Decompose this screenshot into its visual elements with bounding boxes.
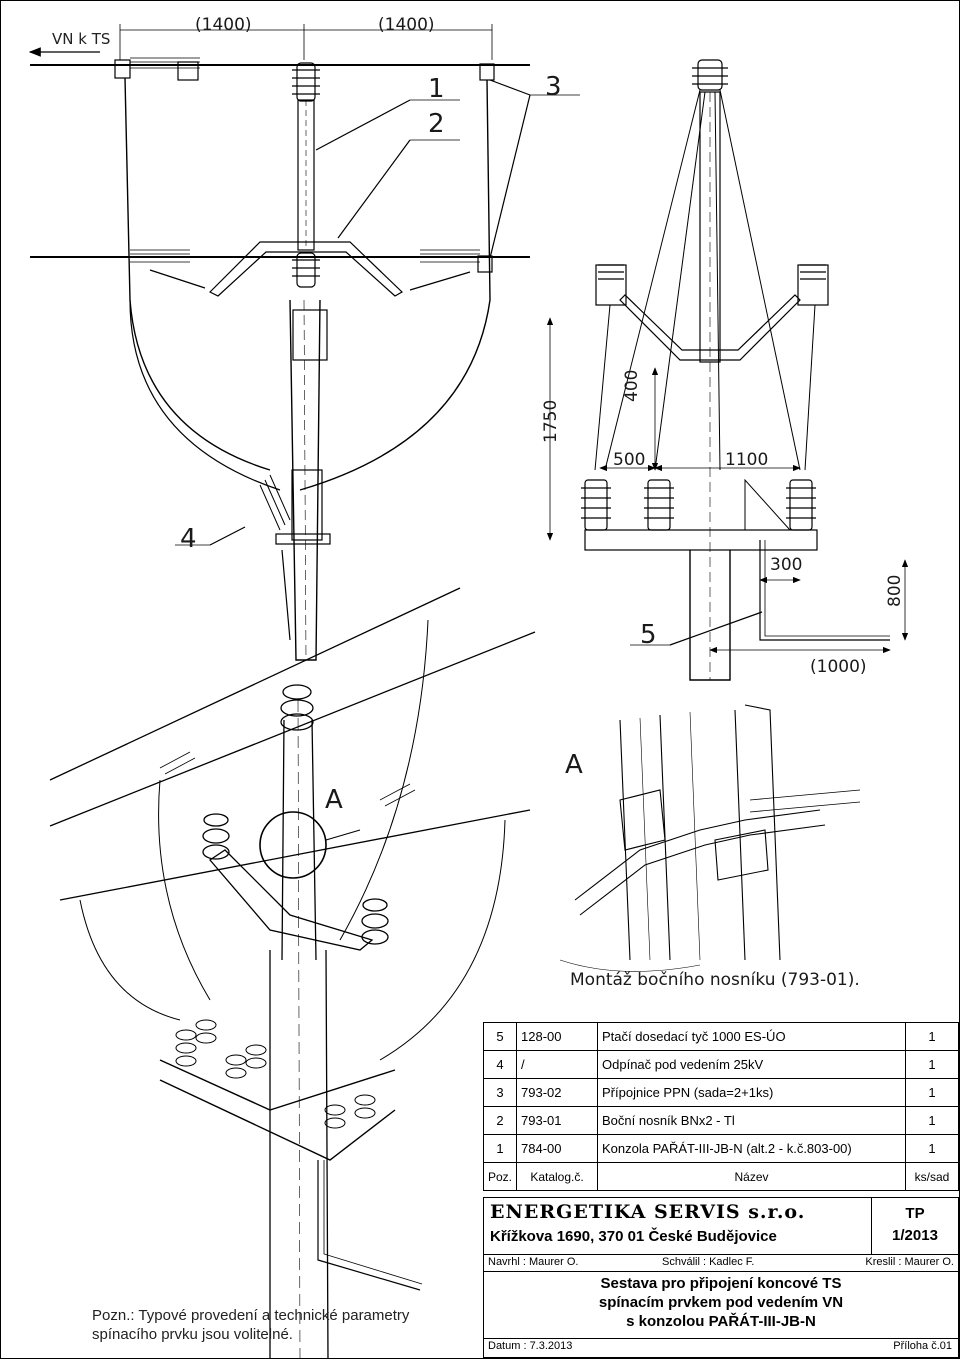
cell-name: Odpínač pod vedením 25kV: [597, 1050, 906, 1079]
callout-2: 2: [428, 109, 445, 139]
table-row: 4 / Odpínač pod vedením 25kV 1: [482, 1050, 959, 1079]
cell-qty: 1: [905, 1078, 959, 1107]
cell-qty: 1: [905, 1050, 959, 1079]
header-catalog: Katalog.č.: [516, 1162, 599, 1191]
header-qty: ks/sad: [905, 1162, 959, 1191]
callout-3: 3: [545, 72, 562, 102]
span-dimension-left: (1400): [195, 15, 252, 35]
responsible-persons: Navrhl : Maurer O. Schválil : Kadlec F. …: [484, 1255, 958, 1271]
divider: [484, 1254, 958, 1255]
cell-name: Ptačí dosedací tyč 1000 ES-ÚO: [597, 1022, 906, 1051]
divider: [484, 1271, 958, 1272]
table-header-row: Poz. Katalog.č. Název ks/sad: [482, 1162, 959, 1191]
cell-name: Boční nosník BNx2 - Tl: [597, 1106, 906, 1135]
detail-circle: [259, 811, 327, 879]
callout-leader-4: [209, 526, 246, 546]
cell-catalog: 793-02: [516, 1078, 599, 1107]
callout-leader-2: [337, 139, 411, 239]
cell-catalog: 128-00: [516, 1022, 599, 1051]
cell-qty: 1: [905, 1022, 959, 1051]
note: Pozn.: Typové provedení a technické para…: [92, 1306, 409, 1344]
cell-name: Konzola PAŘÁT-III-JB-N (alt.2 - k.č.803-…: [597, 1134, 906, 1163]
table-row: 1 784-00 Konzola PAŘÁT-III-JB-N (alt.2 -…: [482, 1134, 959, 1163]
cell-pos: 1: [482, 1134, 518, 1163]
document-id: TP 1/2013: [871, 1198, 958, 1254]
cell-qty: 1: [905, 1134, 959, 1163]
side-view: [28, 24, 580, 661]
parts-table: 5 128-00 Ptačí dosedací tyč 1000 ES-ÚO 1…: [482, 1022, 959, 1191]
document-number: 1/2013: [892, 1227, 938, 1244]
dimension-400: 400: [622, 370, 642, 402]
cell-pos: 4: [482, 1050, 518, 1079]
cell-pos: 3: [482, 1078, 518, 1107]
drawing-labels: VN k TS (1400) (1400) 1 2 3 4 5 1750 400…: [52, 15, 905, 990]
detail-marker-a: A: [325, 785, 343, 815]
note-line: Pozn.: Typové provedení a technické para…: [92, 1307, 410, 1324]
cell-qty: 1: [905, 1106, 959, 1135]
attachment-number: Příloha č.01: [893, 1340, 952, 1352]
callout-1: 1: [428, 74, 445, 104]
designed-by: Navrhl : Maurer O.: [488, 1256, 579, 1268]
dimension-300: 300: [770, 555, 802, 575]
drawing-date: Datum : 7.3.2013: [488, 1340, 573, 1352]
note-line: spínacího prvku jsou volitelné.: [92, 1326, 293, 1343]
cell-name: Přípojnice PPN (sada=2+1ks): [597, 1078, 906, 1107]
drawing-subject: Sestava pro připojení koncové TS spínací…: [484, 1274, 958, 1331]
callout-4: 4: [180, 524, 197, 554]
callout-leader-5: [669, 611, 763, 646]
dimension-1000: (1000): [810, 657, 867, 677]
header-name: Název: [597, 1162, 906, 1191]
subject-line: s konzolou PAŘÁT-III-JB-N: [626, 1313, 816, 1330]
table-row: 5 128-00 Ptačí dosedací tyč 1000 ES-ÚO 1: [482, 1022, 959, 1051]
divider: [484, 1338, 958, 1339]
header-pos: Poz.: [482, 1162, 518, 1191]
detail-title-a: A: [565, 750, 583, 780]
span-dimension-right: (1400): [378, 15, 435, 35]
approved-by: Schválil : Kadlec F.: [662, 1256, 755, 1268]
callout-5: 5: [640, 620, 657, 650]
callout-leader-1: [315, 99, 411, 151]
front-view: [546, 59, 909, 681]
detail-caption: Montáž bočního nosníku (793-01).: [570, 970, 860, 990]
dimension-1100: 1100: [725, 450, 768, 470]
cell-pos: 2: [482, 1106, 518, 1135]
detail-view-a: [559, 704, 861, 972]
table-row: 2 793-01 Boční nosník BNx2 - Tl 1: [482, 1106, 959, 1135]
direction-label: VN k TS: [52, 30, 110, 48]
cell-catalog: 784-00: [516, 1134, 599, 1163]
callout-leader-3a: [489, 79, 531, 96]
document-code: TP: [905, 1205, 925, 1222]
dimension-1750: 1750: [541, 400, 561, 443]
drawn-by: Kreslil : Maurer O.: [865, 1256, 954, 1268]
cell-pos: 5: [482, 1022, 518, 1051]
cell-catalog: 793-01: [516, 1106, 599, 1135]
company-name: ENERGETIKA SERVIS s.r.o.: [490, 1201, 806, 1223]
title-block: ENERGETIKA SERVIS s.r.o. Křížkova 1690, …: [483, 1197, 959, 1358]
company-address: Křížkova 1690, 370 01 České Budějovice: [490, 1228, 777, 1245]
subject-line: spínacím prvkem pod vedením VN: [598, 1294, 844, 1311]
isometric-view: [49, 587, 536, 1359]
dimension-800: 800: [885, 575, 905, 607]
cell-catalog: /: [516, 1050, 599, 1079]
table-row: 3 793-02 Přípojnice PPN (sada=2+1ks) 1: [482, 1078, 959, 1107]
subject-line: Sestava pro připojení koncové TS: [600, 1275, 842, 1292]
dimension-500: 500: [613, 450, 645, 470]
